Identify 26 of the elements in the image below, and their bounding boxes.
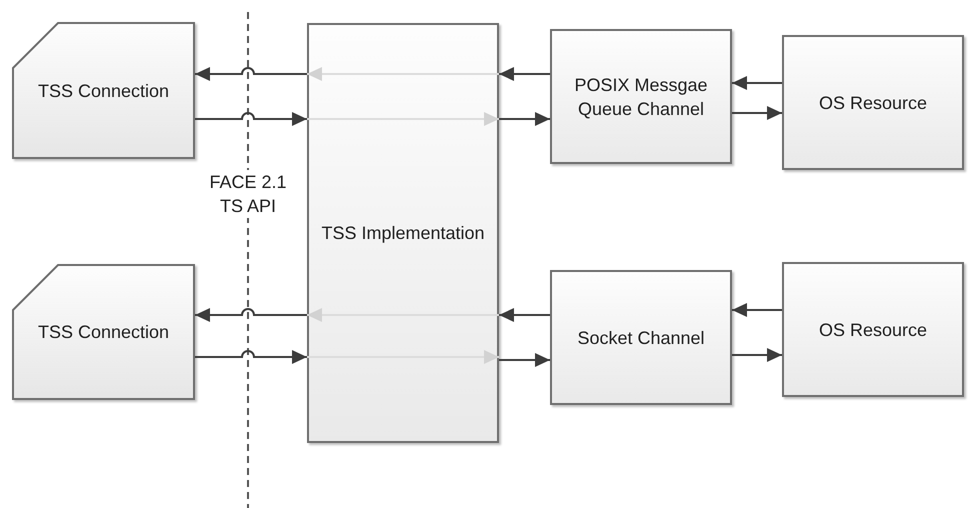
arrow (732, 303, 782, 317)
process-box (307, 23, 499, 443)
node-label: TSS Implementation (320, 222, 486, 245)
process-box (782, 35, 964, 170)
arrow (195, 67, 307, 81)
arrow (195, 350, 307, 364)
arrow (732, 76, 782, 90)
arrow (499, 308, 550, 322)
arrow (499, 112, 550, 126)
node-label: OS Resource (818, 92, 928, 114)
arrow (195, 112, 307, 126)
arrow (732, 348, 782, 362)
process-box (550, 270, 732, 405)
arrow (499, 67, 550, 81)
node-label: Socket Channel (576, 326, 706, 350)
process-box (550, 29, 732, 164)
node-label: TSS Connection (36, 80, 170, 102)
arrow (195, 308, 307, 322)
node-label: TSS Connection (36, 321, 170, 344)
connection-card (12, 22, 195, 159)
node-label: POSIX Messgae Queue Channel (573, 74, 709, 120)
arrow (499, 353, 550, 367)
process-box (782, 262, 964, 397)
arrow (732, 106, 782, 120)
connection-card (12, 264, 195, 400)
node-label: OS Resource (818, 318, 928, 342)
